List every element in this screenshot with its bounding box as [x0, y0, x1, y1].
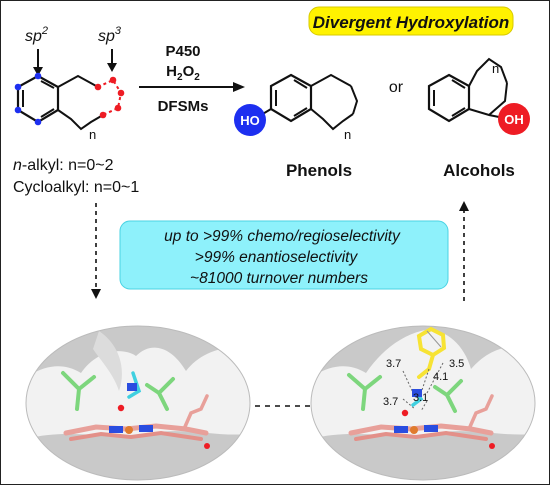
peroxide-ligand [127, 371, 142, 399]
ho-highlight-circle [234, 104, 266, 136]
flow-arrow-up-head [459, 201, 469, 211]
panel-outline [25, 325, 251, 481]
ring-bond [350, 85, 359, 115]
sp2-site-dot [14, 83, 22, 91]
substrate-hydrogen [426, 330, 442, 348]
ho-label: HO [240, 113, 260, 128]
sp3-arrow-head [107, 63, 117, 72]
protein-surface-bottom [311, 431, 535, 480]
highlight-selectivity: up to >99% chemo/regioselectivity [164, 228, 401, 245]
aromatic-bond [40, 80, 55, 89]
surface-fold [93, 331, 122, 391]
highlights-background [119, 220, 449, 290]
aromatic-bond [451, 79, 466, 89]
aromatic-bond [293, 107, 308, 117]
aromatic-bond [40, 108, 55, 118]
alkyl-scope: n-alkyl: n=0~2 [13, 157, 114, 174]
chain-bond [310, 108, 354, 131]
sp2-site-dot [34, 118, 42, 126]
highlight-enantioselectivity: >99% enantioselectivity [195, 249, 359, 266]
green-residue-right [433, 379, 463, 413]
distance-label: 3.5 [449, 358, 464, 370]
reaction-conditions: P450 H2O2 DFSMs [139, 43, 245, 115]
oh-highlight-circle [498, 103, 530, 135]
blue-atom [127, 383, 137, 391]
title-banner: Divergent Hydroxylation [308, 6, 514, 36]
oh-bond [488, 114, 500, 118]
phenol-product: n HO [234, 73, 359, 142]
heme-cofactor [63, 394, 210, 449]
alkyl-bond [310, 73, 352, 87]
active-site-right: 3.7 3.5 4.1 3.7 3.1 [310, 325, 536, 481]
title-text: Divergent Hydroxylation [313, 13, 510, 32]
chain-bond [57, 109, 104, 131]
ring-size-subscript: n [89, 127, 96, 142]
active-site-left [25, 325, 251, 481]
panel-outline [310, 325, 536, 481]
alcohol-product: n OH [427, 57, 530, 135]
sp3-site-dot [109, 76, 117, 84]
ring-bond [468, 82, 508, 117]
oxygen-atom [401, 409, 409, 417]
blue-atom [412, 389, 422, 397]
sp3-site-dot [94, 83, 102, 91]
sp2-site-dot [34, 72, 42, 80]
additive-dfsms: DFSMs [158, 98, 209, 115]
sp3-label: sp3 [98, 25, 122, 45]
reagent-p450: P450 [165, 43, 200, 60]
oxygen-atom [117, 404, 125, 412]
distance-label: 3.1 [413, 392, 428, 404]
substrate-scope: n-alkyl: n=0~2 Cycloalkyl: n=0~1 [13, 157, 139, 196]
alcohols-label: Alcohols [443, 161, 515, 180]
distance-label: 3.7 [386, 358, 401, 370]
sp2-label: sp2 [25, 25, 48, 45]
heme-cofactor [348, 394, 495, 449]
highlight-turnover: ~81000 turnover numbers [190, 270, 368, 287]
sp3-site-dot [114, 104, 122, 112]
title-highlight [308, 6, 514, 36]
sp3-site-dot [99, 111, 107, 119]
sp3-site-dot [117, 89, 125, 97]
or-text: or [389, 79, 404, 96]
reagent-h2o2: H2O2 [166, 63, 200, 83]
highlights-box: up to >99% chemo/regioselectivity >99% e… [119, 220, 449, 290]
phenols-label: Phenols [286, 161, 352, 180]
phenol-ring-subscript: n [344, 127, 351, 142]
distance-label: 3.7 [383, 396, 398, 408]
green-residue-left [347, 373, 382, 411]
alcohol-ring-subscript: n [492, 61, 499, 76]
distance-label: 4.1 [433, 371, 448, 383]
oh-label: OH [504, 112, 524, 127]
aromatic-bond [293, 79, 308, 89]
aromatic-bond [451, 107, 466, 117]
green-residue-right [145, 377, 175, 411]
reaction-arrow-head [233, 82, 245, 92]
chain-bond [468, 57, 508, 87]
green-residue-left [61, 371, 96, 411]
alkyl-bond [57, 74, 99, 88]
flow-arrow-down-head [91, 289, 101, 299]
distance-lines [402, 362, 444, 412]
protein-surface-bottom [26, 431, 250, 480]
cycloalkyl-scope: Cycloalkyl: n=0~1 [13, 179, 139, 196]
substrate-structure: sp2 sp3 n [14, 25, 125, 142]
sp2-site-dot [14, 106, 22, 114]
sp2-arrow-head [33, 67, 43, 76]
